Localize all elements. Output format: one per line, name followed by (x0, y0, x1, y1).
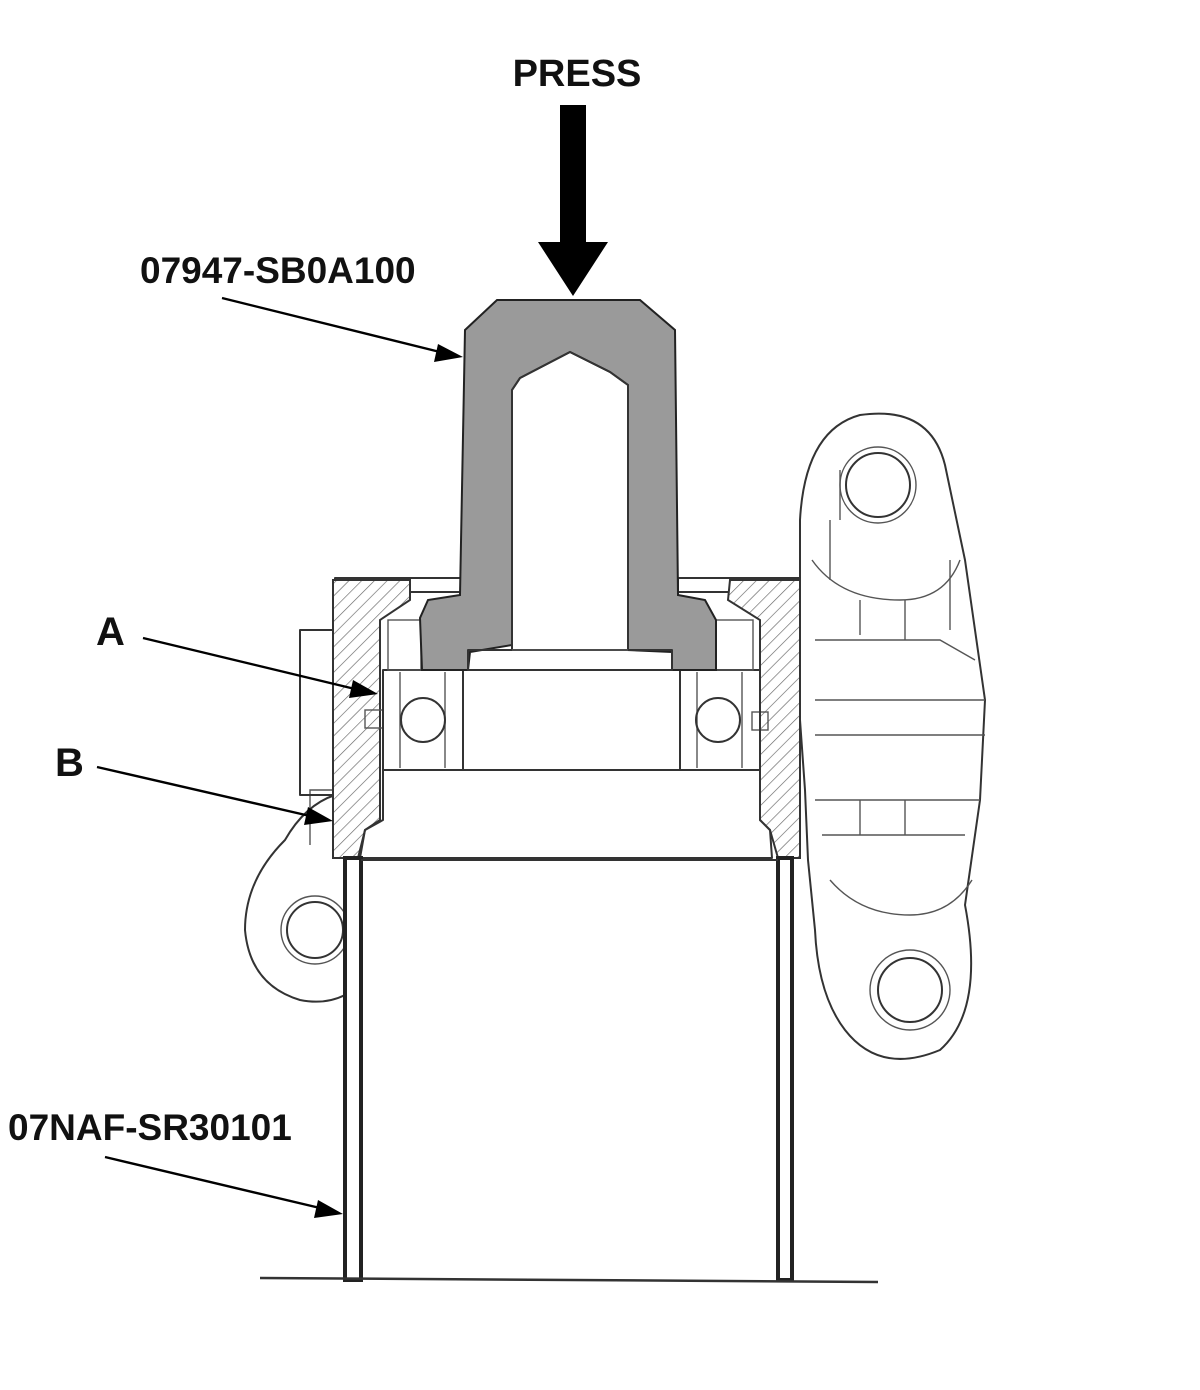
leader-part-a (142, 636, 378, 698)
upper-tool-label: 07947-SB0A100 (140, 250, 416, 291)
press-table-line (259, 1276, 879, 1284)
knuckle-lug-left (244, 629, 350, 1003)
press-arrow (538, 105, 608, 296)
upper-press-tool (418, 299, 717, 671)
bolt-hole-lower (877, 957, 943, 1023)
support-seat (359, 769, 773, 859)
bearing-ball-left (400, 697, 446, 743)
leader-lower-tool (104, 1155, 343, 1218)
bolt-hole-upper (845, 452, 911, 518)
part-b-label: B (55, 741, 84, 785)
lower-tool-left-wall (343, 856, 363, 1282)
part-a-label: A (96, 610, 125, 654)
upper-tool-body (418, 299, 717, 671)
lower-tool-label: 07NAF-SR30101 (8, 1107, 292, 1148)
lower-tool-right-wall (776, 856, 794, 1282)
leader-part-b (96, 765, 333, 825)
bearing-ball-right (695, 697, 741, 743)
press-label: PRESS (513, 53, 642, 95)
lower-press-tool (343, 856, 794, 1282)
hub-shaft (467, 351, 673, 671)
leader-upper-tool (221, 296, 463, 362)
bolt-hole-left (286, 901, 344, 959)
knuckle-arm-right (799, 412, 986, 1060)
